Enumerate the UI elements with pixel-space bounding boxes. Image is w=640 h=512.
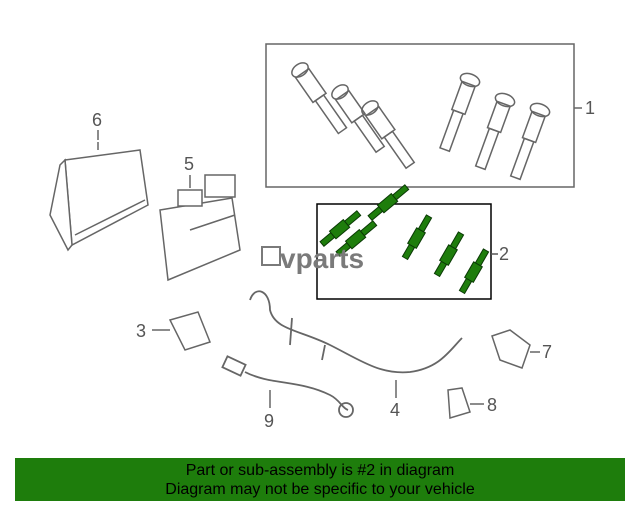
banner-line-1: Part or sub-assembly is #2 in diagram bbox=[185, 462, 455, 479]
callout-9: 9 bbox=[264, 411, 274, 431]
spark-plug-group[interactable] bbox=[316, 183, 498, 300]
callout-8: 8 bbox=[487, 395, 497, 415]
callout-3: 3 bbox=[136, 321, 146, 341]
svg-text:vparts: vparts bbox=[280, 243, 364, 274]
control-module[interactable] bbox=[159, 174, 241, 282]
ignition-coil-group[interactable] bbox=[265, 43, 582, 188]
callout-1: 1 bbox=[585, 98, 595, 118]
knock-sensor-harness[interactable] bbox=[221, 355, 354, 418]
callout-5: 5 bbox=[184, 154, 194, 174]
callout-7: 7 bbox=[542, 342, 552, 362]
banner-line-2: Diagram may not be specific to your vehi… bbox=[165, 481, 475, 498]
ecu-module[interactable] bbox=[49, 142, 149, 252]
callout-4: 4 bbox=[390, 400, 400, 420]
sensor-part-3[interactable] bbox=[168, 311, 211, 351]
wiring-harness[interactable] bbox=[249, 290, 463, 374]
sensor-part-8[interactable] bbox=[447, 387, 471, 419]
callout-2: 2 bbox=[499, 244, 509, 264]
sensor-part-7[interactable] bbox=[491, 329, 531, 369]
vparts-logo: vparts bbox=[261, 243, 364, 274]
callout-6: 6 bbox=[92, 110, 102, 130]
info-banner: Part or sub-assembly is #2 in diagram Di… bbox=[15, 458, 625, 501]
